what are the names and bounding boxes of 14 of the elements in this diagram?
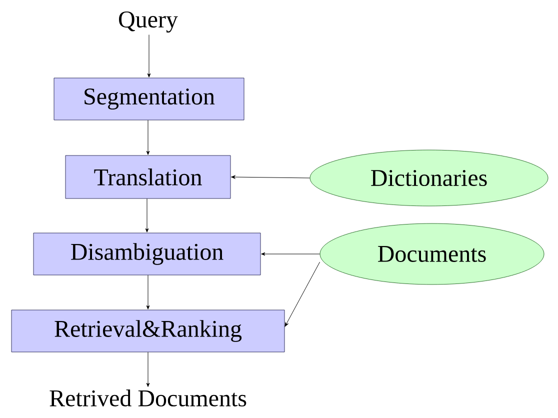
- arrow: [146, 352, 150, 387]
- arrow: [147, 34, 151, 78]
- flow-label: Retrived Documents: [50, 390, 246, 406]
- flow-label: Query: [119, 11, 178, 33]
- process-box: Segmentation: [54, 78, 244, 120]
- arrow: [145, 198, 149, 232]
- process-box: Disambiguation: [33, 232, 261, 276]
- process-box: Translation: [65, 155, 231, 199]
- arrow: [146, 120, 150, 155]
- arrow: [261, 252, 320, 256]
- arrow: [231, 175, 310, 179]
- arrow: [146, 274, 150, 310]
- arrow: [284, 262, 320, 327]
- process-box: Retrieval&Ranking: [11, 310, 285, 352]
